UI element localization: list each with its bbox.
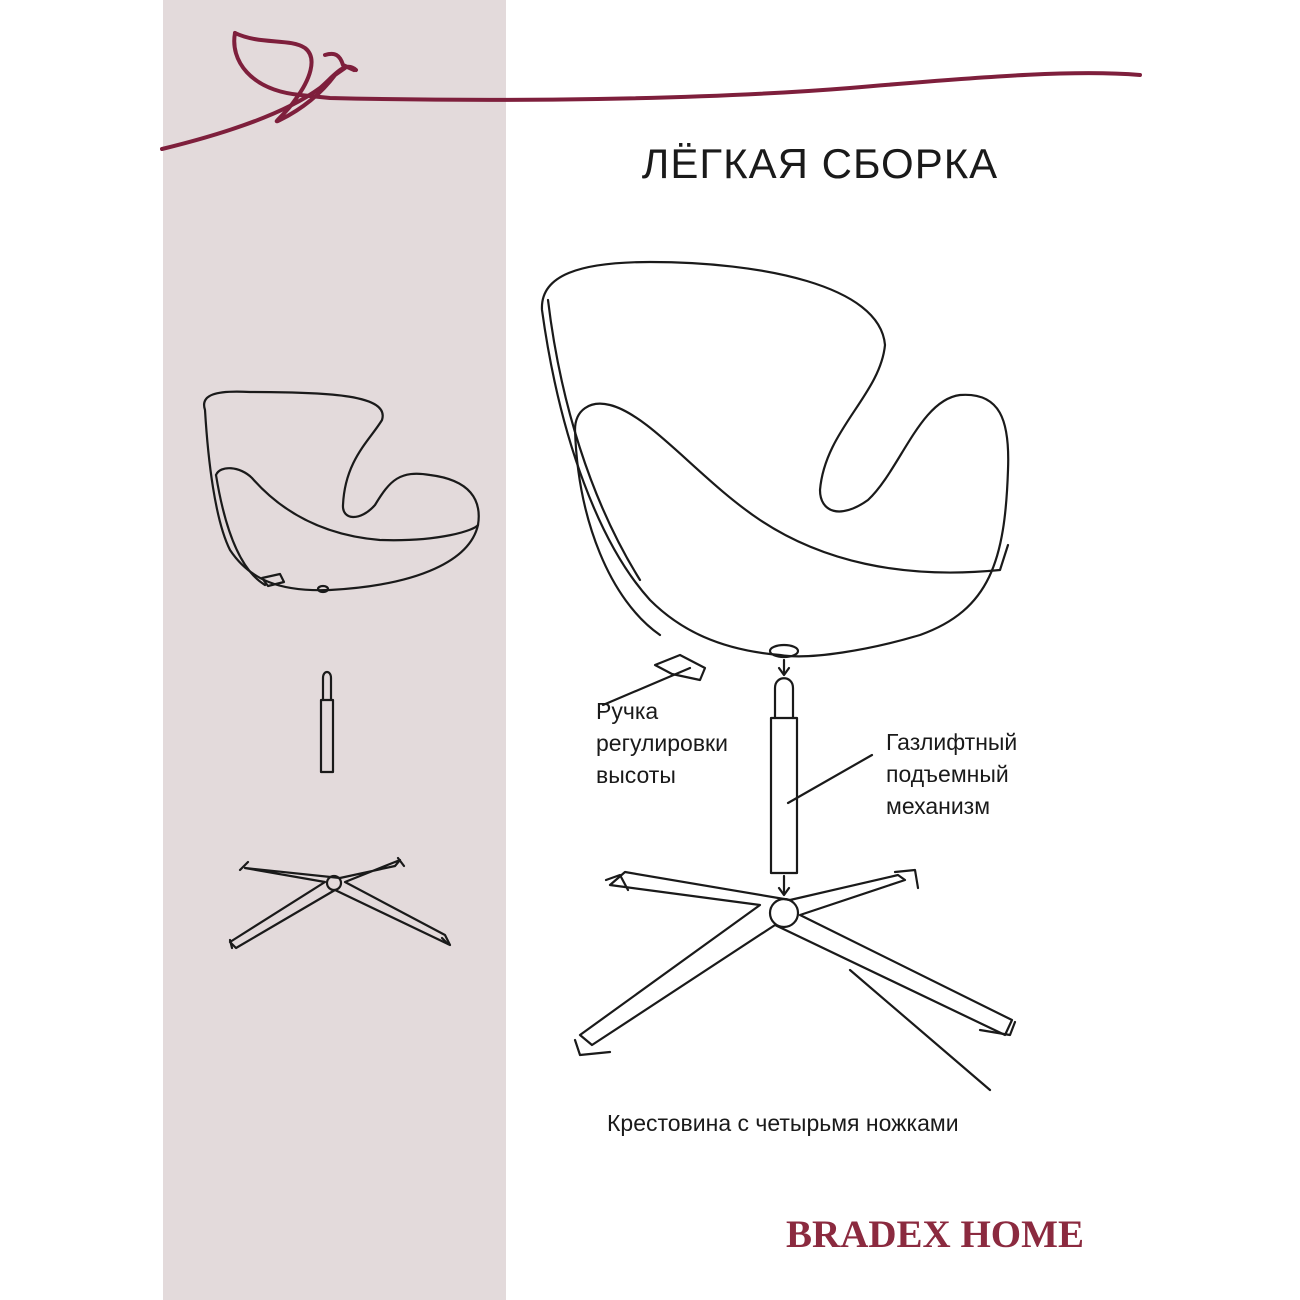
label-line: подъемный <box>886 761 1009 787</box>
label-line: Газлифтный <box>886 729 1018 755</box>
gas-lift-icon <box>769 677 799 875</box>
brand-logo: BRADEX HOME <box>786 1213 1084 1256</box>
label-base: Крестовина с четырьмя ножками <box>607 1110 959 1136</box>
small-cross-base-icon <box>228 856 452 950</box>
arrow-head <box>777 666 791 677</box>
label-line: механизм <box>886 793 991 819</box>
small-chair-shell-icon <box>202 390 480 594</box>
cross-base-icon <box>573 868 1017 1057</box>
label-line: высоты <box>596 762 676 788</box>
label-handle: Ручка регулировки высоты <box>596 695 728 791</box>
bird-logo-icon <box>160 31 1142 151</box>
page-title: ЛЁГКАЯ СБОРКА <box>641 140 999 187</box>
leader-gaslift <box>786 753 874 805</box>
label-line: Ручка <box>596 698 659 724</box>
chair-shell-icon <box>540 260 1010 682</box>
label-line: регулировки <box>596 730 728 756</box>
leader-base <box>848 968 992 1092</box>
label-gaslift: Газлифтный подъемный механизм <box>886 726 1017 822</box>
small-gas-lift-icon <box>319 670 335 774</box>
leader-handle <box>601 666 692 707</box>
side-panel <box>163 0 506 1300</box>
